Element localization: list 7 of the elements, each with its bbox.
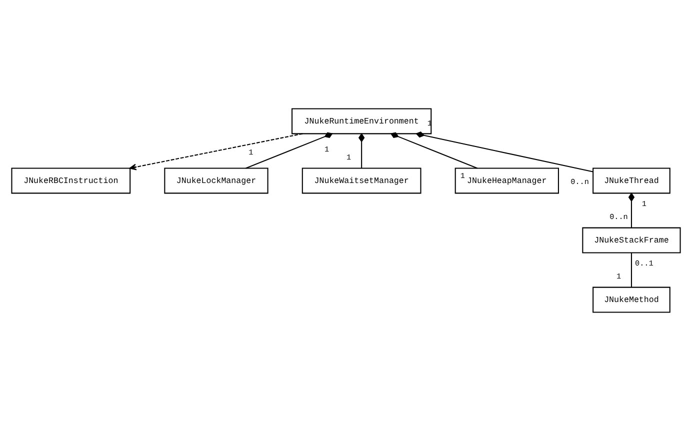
connector xyxy=(416,132,594,172)
connector xyxy=(358,133,365,168)
connector xyxy=(390,132,478,169)
connector xyxy=(628,192,635,228)
connector xyxy=(630,253,632,288)
arrow xyxy=(129,133,303,170)
connector xyxy=(246,132,333,169)
